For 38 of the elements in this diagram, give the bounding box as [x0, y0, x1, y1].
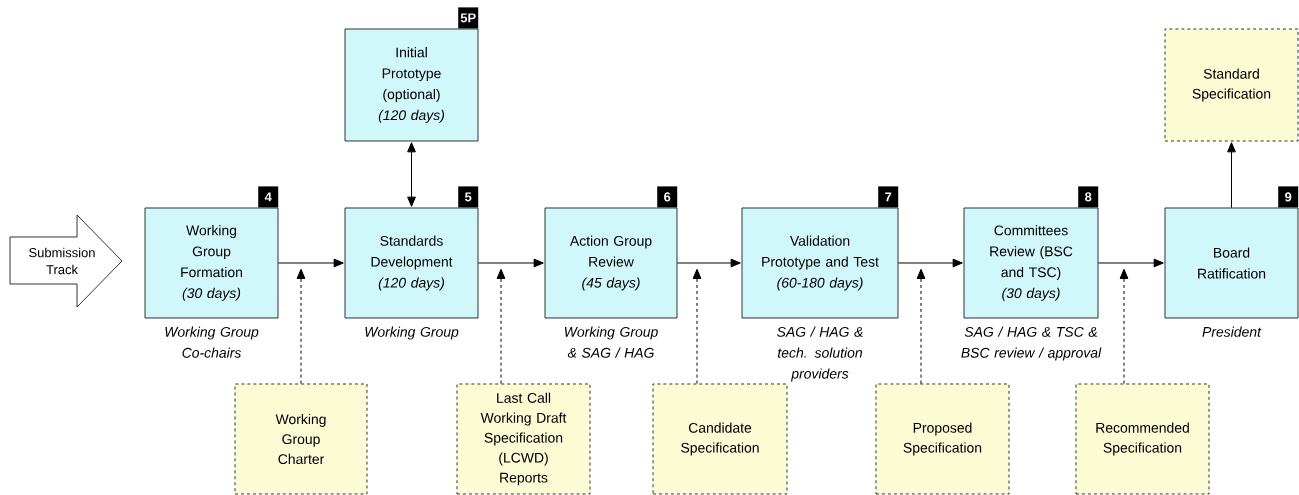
document-box: Standard Specification: [1164, 28, 1299, 142]
document-box: Recommended Specification: [1075, 383, 1210, 495]
arrow: [296, 268, 306, 385]
step-number: 7: [878, 186, 899, 208]
step-number: 9: [1278, 186, 1299, 208]
arrow: [1097, 258, 1164, 268]
process-box: Action Group Review (45 days): [544, 207, 678, 319]
document-box: Last Call Working Draft Specification (LCWD) Reports: [456, 383, 591, 495]
responsible-caption: Working Group Co-chairs: [165, 326, 259, 358]
process-box: Board Ratification: [1164, 207, 1299, 319]
step-number: 8: [1078, 186, 1099, 208]
document-box: Proposed Specification: [875, 383, 1010, 495]
arrow: [477, 258, 544, 268]
step-number: 6: [657, 186, 678, 208]
step-number: 5P: [458, 7, 479, 29]
responsible-caption: SAG / HAG & tech. solution providers: [777, 326, 863, 382]
step-number: 4: [258, 186, 279, 208]
arrow: [496, 268, 506, 385]
arrow: [897, 258, 963, 268]
arrow: [916, 268, 926, 385]
document-box: Candidate Specification: [652, 383, 788, 495]
process-box: Initial Prototype (optional) (120 days): [344, 28, 479, 142]
arrow: [676, 258, 741, 268]
process-box: Validation Prototype and Test (60-180 days): [741, 207, 899, 319]
document-box: Working Group Charter: [234, 383, 368, 495]
responsible-caption: SAG / HAG & TSC & BSC review / approval: [961, 326, 1102, 361]
arrow: [1119, 268, 1129, 385]
step-number: 5: [458, 186, 479, 208]
arrow: [277, 258, 344, 268]
responsible-caption: President: [1202, 326, 1262, 337]
arrow: [407, 142, 416, 207]
process-box: Committees Review (BSC and TSC) (30 days): [963, 207, 1099, 319]
process-box: Working Group Formation (30 days): [144, 207, 279, 319]
arrow: [1227, 142, 1236, 209]
arrow: [692, 268, 702, 385]
process-box: Standards Development (120 days): [344, 207, 479, 319]
responsible-caption: Working Group & SAG / HAG: [564, 326, 658, 358]
responsible-caption: Working Group: [365, 326, 459, 340]
